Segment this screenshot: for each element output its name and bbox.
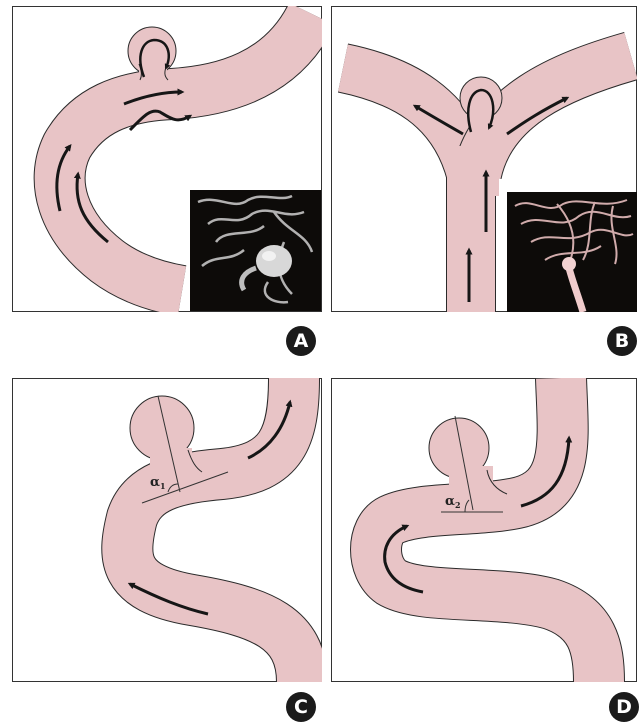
angiography-inset-a — [190, 190, 321, 311]
angiography-inset-b — [507, 192, 637, 312]
panel-a-diagram — [12, 6, 322, 312]
panel-d: α2 D — [331, 378, 637, 682]
panel-label-d: D — [609, 692, 639, 722]
panel-a: A — [12, 6, 322, 312]
panel-label-c: C — [286, 692, 316, 722]
panel-d-diagram: α2 — [331, 378, 637, 682]
panel-c: α1 C — [12, 378, 322, 682]
panel-b-diagram — [331, 6, 637, 312]
panel-c-diagram: α1 — [12, 378, 322, 682]
panel-label-b: B — [607, 326, 637, 356]
panel-label-a: A — [286, 326, 316, 356]
panel-b: B — [331, 6, 637, 312]
